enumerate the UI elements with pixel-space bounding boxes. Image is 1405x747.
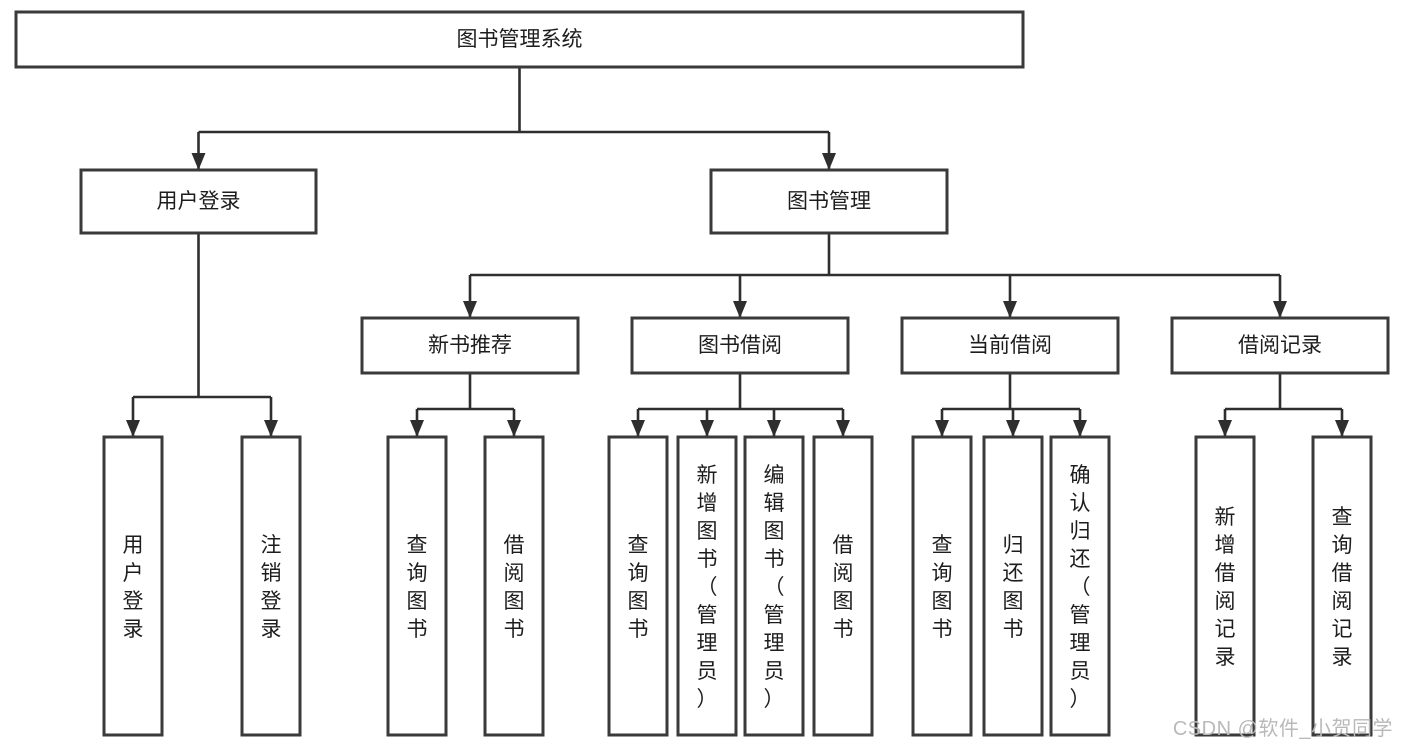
- node-leaf-borrow-book-1[interactable]: 借阅图书: [483, 435, 545, 737]
- node-leaf-query-book-2[interactable]: 查询图书: [607, 435, 669, 737]
- node-leaf-query-book-3-label: 查询图书: [932, 534, 953, 641]
- node-user-login[interactable]: 用户登录: [79, 168, 318, 235]
- conn-book-borrow-arrow-2: [767, 420, 781, 437]
- node-root[interactable]: 图书管理系统: [14, 10, 1025, 69]
- node-leaf-user-logout-label: 注销登录: [261, 534, 282, 641]
- conn-book-manage-arrow-1: [733, 301, 747, 318]
- node-leaf-query-record-label: 查询借阅记录: [1332, 506, 1353, 669]
- node-leaf-query-book-3[interactable]: 查询图书: [911, 435, 973, 737]
- node-borrow-record-label: 借阅记录: [1238, 334, 1322, 357]
- node-new-book-rec-box[interactable]: [360, 316, 580, 375]
- node-leaf-add-record[interactable]: 新增借阅记录: [1194, 435, 1256, 737]
- conn-root-arrow-1: [822, 153, 836, 170]
- nodes-layer: 图书管理系统用户登录图书管理新书推荐图书借阅当前借阅借阅记录用户登录注销登录查询…: [14, 10, 1390, 737]
- node-leaf-return-book-label: 归还图书: [1003, 534, 1024, 641]
- node-user-login-box[interactable]: [79, 168, 318, 235]
- conn-user-login-arrow-0: [126, 420, 140, 437]
- conn-book-manage-arrow-3: [1273, 301, 1287, 318]
- conn-root-arrow-0: [191, 153, 206, 170]
- node-new-book-rec-label: 新书推荐: [428, 334, 512, 357]
- node-leaf-user-logout-box[interactable]: [240, 435, 302, 737]
- node-leaf-return-book-box[interactable]: [982, 435, 1044, 737]
- node-current-borrow-box[interactable]: [900, 316, 1120, 375]
- conn-borrow-record-arrow-1: [1335, 420, 1349, 437]
- node-leaf-borrow-book-1-label: 借阅图书: [504, 534, 525, 641]
- node-book-manage-label: 图书管理: [787, 190, 871, 213]
- conn-current-borrow-arrow-1: [1006, 420, 1020, 437]
- node-book-borrow-label: 图书借阅: [698, 334, 782, 357]
- node-leaf-user-login-box[interactable]: [102, 435, 164, 737]
- conn-new-book-rec-arrow-0: [410, 420, 424, 437]
- node-leaf-query-book-2-box[interactable]: [607, 435, 669, 737]
- conn-book-manage-arrow-2: [1003, 301, 1017, 318]
- node-current-borrow[interactable]: 当前借阅: [900, 316, 1120, 375]
- conn-user-login-arrow-1: [264, 420, 278, 437]
- node-leaf-user-login-label: 用户登录: [123, 534, 144, 641]
- node-user-login-label: 用户登录: [157, 190, 241, 213]
- conn-book-manage-arrow-0: [463, 301, 477, 318]
- node-leaf-borrow-book-2-label: 借阅图书: [833, 534, 854, 641]
- node-leaf-confirm-return[interactable]: 确认归还（管理员）: [1049, 435, 1111, 737]
- node-leaf-edit-book-label: 编辑图书（管理员）: [764, 464, 785, 711]
- node-leaf-query-book-1-label: 查询图书: [407, 534, 428, 641]
- node-book-borrow-box[interactable]: [630, 316, 850, 375]
- node-leaf-add-book-box[interactable]: [676, 435, 738, 737]
- node-leaf-user-login[interactable]: 用户登录: [102, 435, 164, 737]
- node-leaf-add-book[interactable]: 新增图书（管理员）: [676, 435, 738, 737]
- conn-book-borrow-arrow-1: [700, 420, 714, 437]
- node-book-manage[interactable]: 图书管理: [709, 168, 949, 235]
- conn-current-borrow-arrow-2: [1073, 420, 1087, 437]
- conn-book-borrow-arrow-3: [836, 420, 850, 437]
- csdn-watermark: CSDN @软件_小贺同学: [1172, 718, 1393, 740]
- connectors-layer: [126, 67, 1349, 437]
- node-new-book-rec[interactable]: 新书推荐: [360, 316, 580, 375]
- node-current-borrow-label: 当前借阅: [968, 334, 1052, 357]
- node-book-manage-box[interactable]: [709, 168, 949, 235]
- node-leaf-user-logout[interactable]: 注销登录: [240, 435, 302, 737]
- node-book-borrow[interactable]: 图书借阅: [630, 316, 850, 375]
- node-borrow-record[interactable]: 借阅记录: [1170, 316, 1390, 375]
- node-root-box[interactable]: [14, 10, 1025, 69]
- conn-new-book-rec-arrow-1: [507, 420, 521, 437]
- node-leaf-confirm-return-box[interactable]: [1049, 435, 1111, 737]
- node-leaf-add-record-label: 新增借阅记录: [1215, 506, 1236, 669]
- node-leaf-borrow-book-2-box[interactable]: [812, 435, 874, 737]
- node-leaf-query-book-2-label: 查询图书: [628, 534, 649, 641]
- node-borrow-record-box[interactable]: [1170, 316, 1390, 375]
- node-leaf-add-record-box[interactable]: [1194, 435, 1256, 737]
- conn-book-borrow-arrow-0: [631, 420, 645, 437]
- node-leaf-add-book-label: 新增图书（管理员）: [697, 464, 718, 711]
- node-root-label: 图书管理系统: [457, 28, 583, 51]
- conn-current-borrow-arrow-0: [935, 420, 949, 437]
- node-leaf-query-book-1-box[interactable]: [386, 435, 448, 737]
- node-leaf-borrow-book-1-box[interactable]: [483, 435, 545, 737]
- node-leaf-borrow-book-2[interactable]: 借阅图书: [812, 435, 874, 737]
- node-leaf-confirm-return-label: 确认归还（管理员）: [1070, 464, 1091, 711]
- node-leaf-edit-book[interactable]: 编辑图书（管理员）: [743, 435, 805, 737]
- node-leaf-edit-book-box[interactable]: [743, 435, 805, 737]
- node-leaf-query-book-1[interactable]: 查询图书: [386, 435, 448, 737]
- node-leaf-query-record[interactable]: 查询借阅记录: [1311, 435, 1373, 737]
- node-leaf-query-book-3-box[interactable]: [911, 435, 973, 737]
- node-leaf-query-record-box[interactable]: [1311, 435, 1373, 737]
- conn-borrow-record-arrow-0: [1218, 420, 1232, 437]
- node-leaf-return-book[interactable]: 归还图书: [982, 435, 1044, 737]
